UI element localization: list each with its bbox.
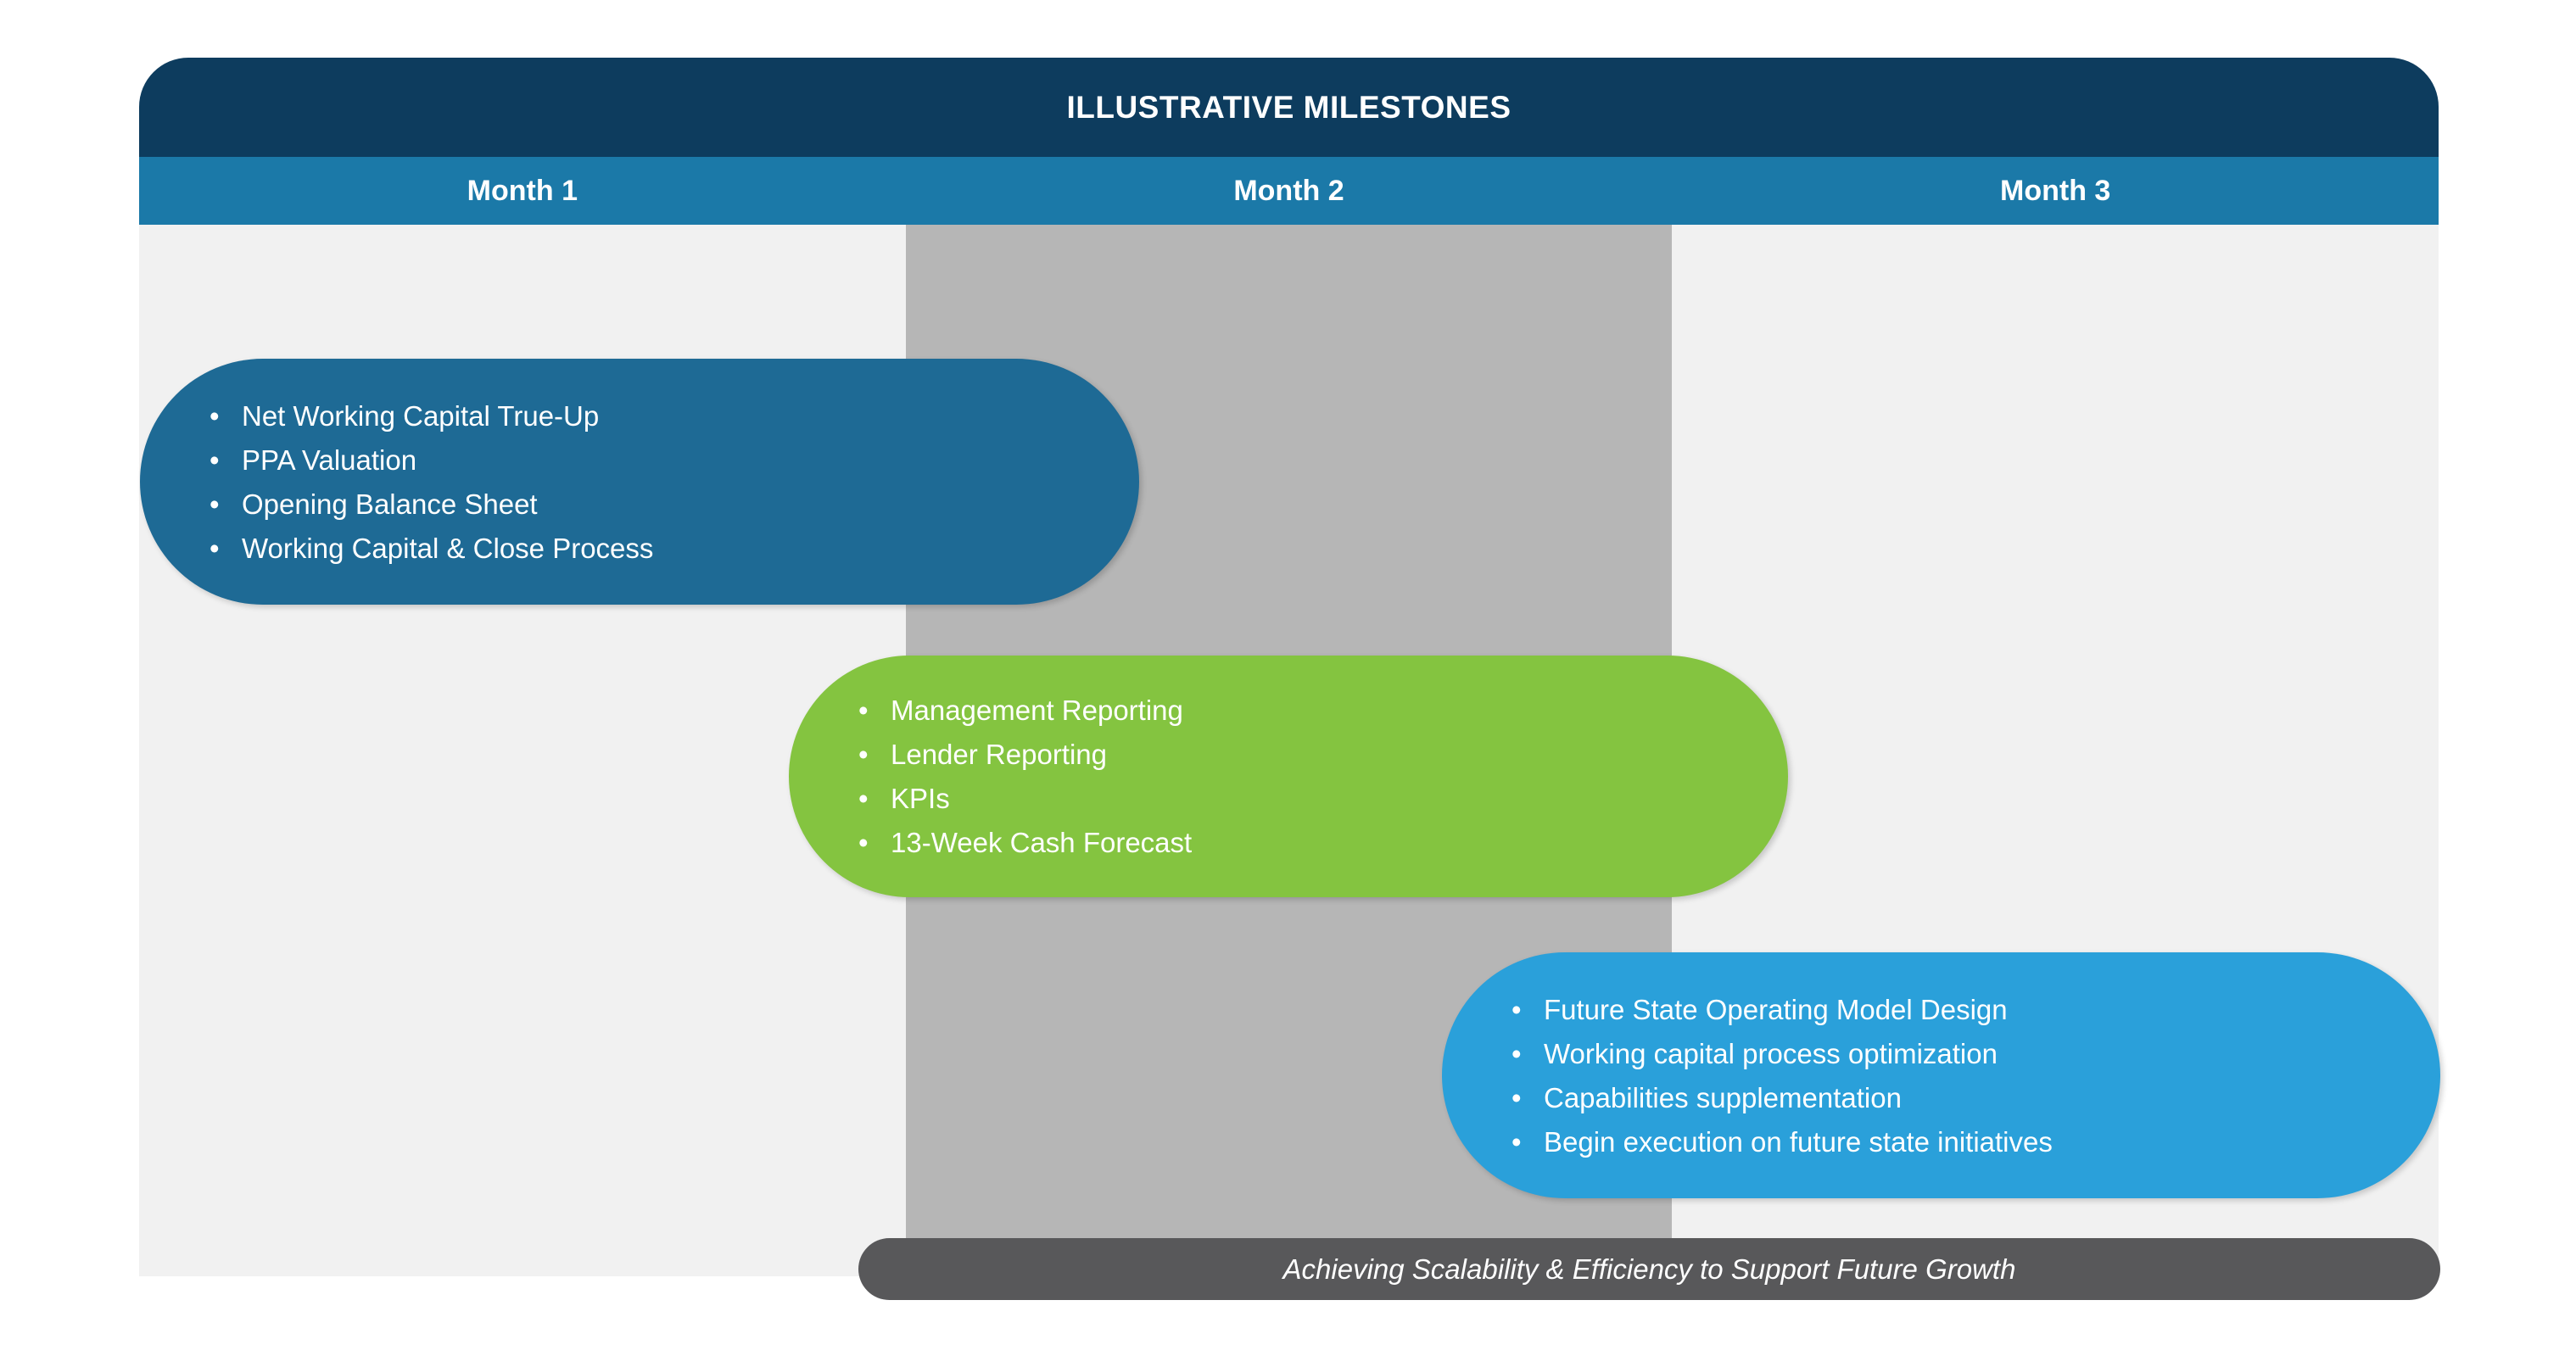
month-column-header-2[interactable]: Month 2 bbox=[906, 157, 1673, 225]
milestone-text: KPIs bbox=[891, 783, 950, 814]
list-item: Net Working Capital True-Up bbox=[210, 402, 1139, 430]
milestones-board: ILLUSTRATIVE MILESTONES Month 1 Month 2 … bbox=[139, 58, 2440, 1300]
month-label-2: Month 2 bbox=[1233, 175, 1344, 207]
milestone-text: Management Reporting bbox=[891, 695, 1183, 726]
list-item: Capabilities supplementation bbox=[1512, 1084, 2440, 1112]
milestone-text: PPA Valuation bbox=[242, 444, 417, 476]
month-column-header-3[interactable]: Month 3 bbox=[1672, 157, 2439, 225]
bullet-icon bbox=[858, 740, 891, 768]
list-item: Management Reporting bbox=[858, 696, 1788, 724]
list-item: PPA Valuation bbox=[210, 446, 1139, 474]
milestone-text: Begin execution on future state initiati… bbox=[1544, 1125, 2053, 1158]
list-item: Lender Reporting bbox=[858, 740, 1788, 768]
milestone-text: Net Working Capital True-Up bbox=[242, 399, 600, 432]
milestone-text: 13-Week Cash Forecast bbox=[891, 827, 1193, 858]
summary-banner-text: Achieving Scalability & Efficiency to Su… bbox=[1282, 1253, 2016, 1285]
list-item: Working capital process optimization bbox=[1512, 1040, 2440, 1068]
bullet-icon bbox=[210, 534, 242, 562]
bullet-icon bbox=[1512, 996, 1544, 1024]
bullet-icon bbox=[210, 446, 242, 474]
bullet-icon bbox=[210, 402, 242, 430]
list-item: Begin execution on future state initiati… bbox=[1512, 1128, 2440, 1156]
list-item: Working Capital & Close Process bbox=[210, 534, 1139, 562]
milestone-group-month-2[interactable]: Management Reporting Lender Reporting KP… bbox=[789, 656, 1788, 897]
milestone-text: Opening Balance Sheet bbox=[242, 488, 538, 520]
bullet-icon bbox=[1512, 1128, 1544, 1156]
bullet-icon bbox=[1512, 1040, 1544, 1068]
bullet-icon bbox=[210, 490, 242, 518]
month-label-3: Month 3 bbox=[2000, 175, 2111, 207]
bullet-icon bbox=[1512, 1084, 1544, 1112]
month-header-bar: Month 1 Month 2 Month 3 bbox=[139, 157, 2439, 225]
milestone-group-month-3[interactable]: Future State Operating Model Design Work… bbox=[1442, 952, 2440, 1198]
milestone-text: Working capital process optimization bbox=[1544, 1037, 1998, 1069]
milestone-list-month-3: Future State Operating Model Design Work… bbox=[1512, 996, 2440, 1156]
list-item: Future State Operating Model Design bbox=[1512, 996, 2440, 1024]
board-header: ILLUSTRATIVE MILESTONES bbox=[139, 58, 2439, 157]
milestone-list-month-1: Net Working Capital True-Up PPA Valuatio… bbox=[210, 402, 1139, 562]
summary-banner[interactable]: Achieving Scalability & Efficiency to Su… bbox=[858, 1238, 2440, 1300]
page-title: ILLUSTRATIVE MILESTONES bbox=[1066, 90, 1512, 125]
list-item: Opening Balance Sheet bbox=[210, 490, 1139, 518]
bullet-icon bbox=[858, 784, 891, 812]
list-item: 13-Week Cash Forecast bbox=[858, 829, 1788, 857]
milestone-text: Working Capital & Close Process bbox=[242, 532, 654, 564]
milestone-text: Capabilities supplementation bbox=[1544, 1081, 1902, 1113]
month-column-header-1[interactable]: Month 1 bbox=[139, 157, 906, 225]
milestone-group-month-1[interactable]: Net Working Capital True-Up PPA Valuatio… bbox=[140, 359, 1139, 605]
board-body: Net Working Capital True-Up PPA Valuatio… bbox=[139, 225, 2440, 1300]
milestone-text: Lender Reporting bbox=[891, 739, 1108, 770]
bullet-icon bbox=[858, 696, 891, 724]
bullet-icon bbox=[858, 829, 891, 857]
month-label-1: Month 1 bbox=[467, 175, 578, 207]
milestone-list-month-2: Management Reporting Lender Reporting KP… bbox=[858, 696, 1788, 857]
list-item: KPIs bbox=[858, 784, 1788, 812]
milestone-text: Future State Operating Model Design bbox=[1544, 993, 2008, 1025]
